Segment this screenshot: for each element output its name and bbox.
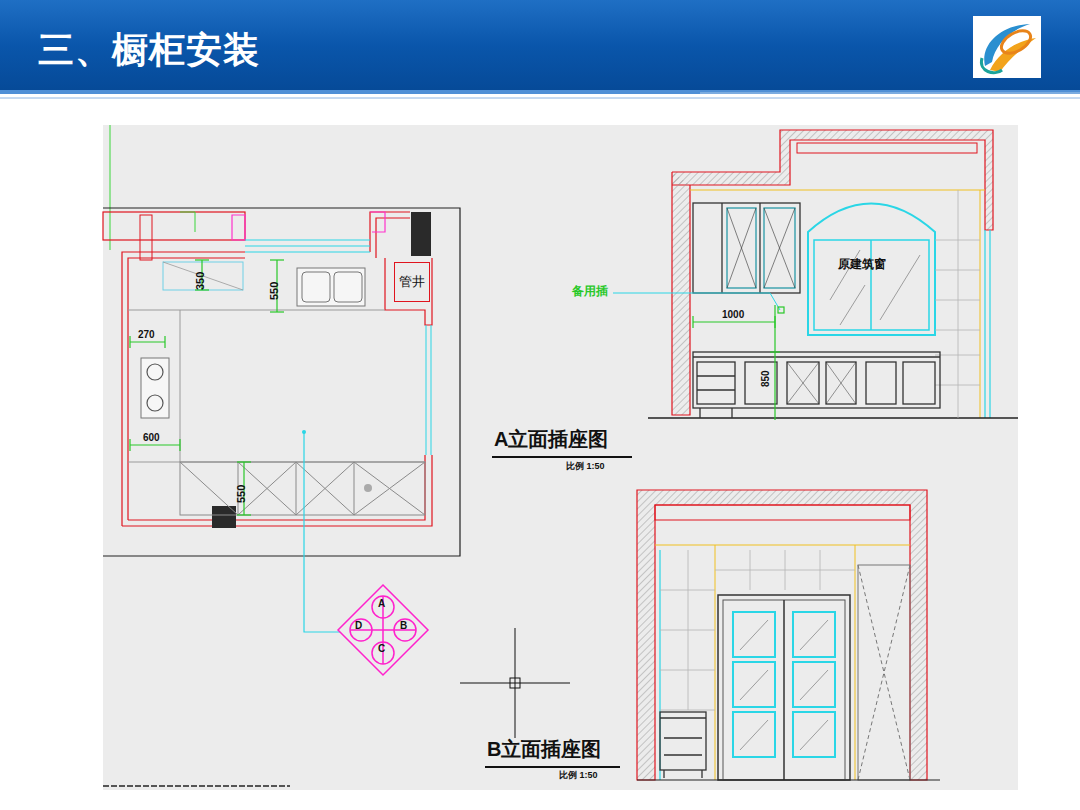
compass-letter: A: [378, 598, 385, 609]
compass-letter: C: [378, 643, 385, 654]
shaft-box: 管井: [394, 262, 430, 302]
dimension: 850: [760, 370, 771, 387]
scale-note: 比例 1:50: [566, 462, 605, 472]
dimension: 550: [268, 282, 280, 300]
dimension: 350: [194, 272, 206, 290]
elevation-title: A立面插座图: [494, 428, 608, 450]
compass-letter: D: [355, 620, 362, 631]
slide-title: 三、橱柜安装: [38, 26, 260, 75]
dimension: 600: [143, 432, 160, 443]
shaft-label: 管井: [399, 273, 425, 291]
dimension: 550: [235, 485, 247, 503]
window-label: 原建筑窗: [838, 258, 886, 271]
dimension: 1000: [722, 309, 744, 320]
dimension: 270: [138, 329, 155, 340]
compass-letter: B: [400, 620, 407, 631]
elevation-title: B立面插座图: [487, 738, 601, 760]
socket-note: 备用插: [572, 285, 608, 298]
scale-note: 比例 1:50: [559, 771, 598, 781]
